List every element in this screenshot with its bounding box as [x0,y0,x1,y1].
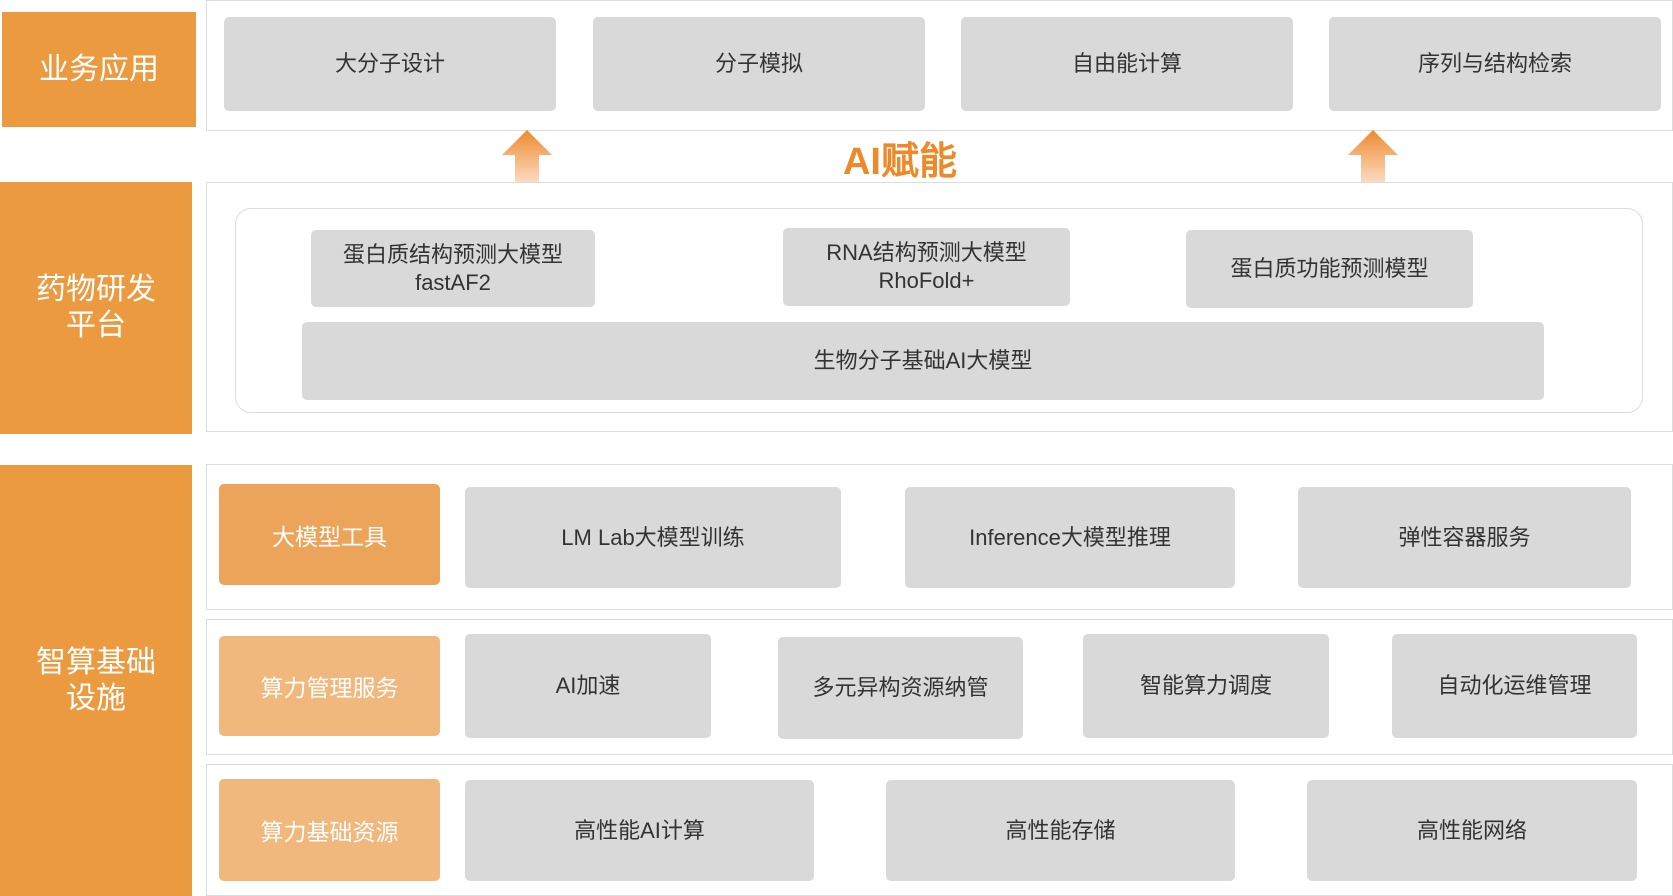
model-box-protein-structure: 蛋白质结构预测大模型 fastAF2 [311,230,595,307]
service-box-elastic-container: 弹性容器服务 [1298,487,1631,588]
app-box-molecular-simulation: 分子模拟 [593,17,925,111]
service-box-heterogeneous-resources: 多元异构资源纳管 [778,637,1023,739]
model-box-foundation: 生物分子基础AI大模型 [302,322,1544,400]
app-box-sequence-search: 序列与结构检索 [1329,17,1661,111]
section-label-business: 业务应用 [2,12,196,127]
service-box-auto-ops: 自动化运维管理 [1392,634,1637,738]
row-label-compute-management: 算力管理服务 [219,636,440,736]
app-box-free-energy: 自由能计算 [961,17,1293,111]
row-label-llm-tools: 大模型工具 [219,484,440,585]
service-box-ai-acceleration: AI加速 [465,634,711,738]
app-box-macromolecule-design: 大分子设计 [224,17,556,111]
section-label-platform: 药物研发 平台 [0,182,192,434]
row-label-compute-resources: 算力基础资源 [219,779,440,881]
ai-empower-banner: AI赋能 [842,140,957,183]
service-box-inference: Inference大模型推理 [905,487,1235,588]
resource-box-network: 高性能网络 [1307,780,1637,881]
model-box-rna-structure: RNA结构预测大模型 RhoFold+ [783,228,1070,306]
resource-box-ai-compute: 高性能AI计算 [465,780,814,881]
service-box-lm-lab: LM Lab大模型训练 [465,487,841,588]
up-arrow-icon [502,130,552,186]
section-label-infra: 智算基础 设施 [0,465,192,896]
up-arrow-icon [1348,130,1398,186]
service-box-compute-scheduling: 智能算力调度 [1083,634,1329,738]
model-box-protein-function: 蛋白质功能预测模型 [1186,230,1473,308]
resource-box-storage: 高性能存储 [886,780,1235,881]
